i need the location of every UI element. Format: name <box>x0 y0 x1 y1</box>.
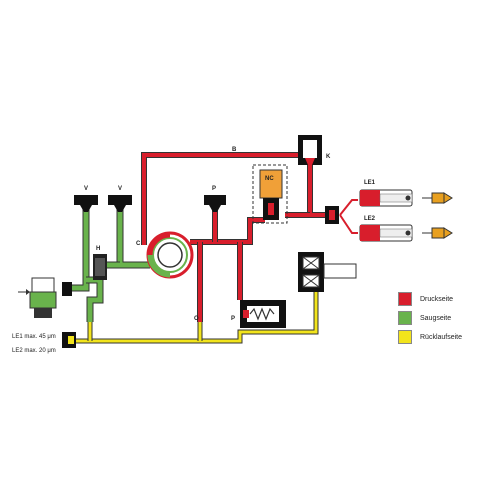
nc-valve <box>252 164 288 224</box>
port-left-lower <box>62 332 76 348</box>
legend-swatch-pressure <box>398 292 412 306</box>
label-le1: LE1 <box>364 180 376 186</box>
nozzle-le1 <box>359 189 453 207</box>
label-v1: V <box>84 186 88 192</box>
legend-item-return: Rücklaufseite <box>398 330 462 344</box>
filter-h <box>93 254 107 280</box>
label-k: K <box>326 154 331 160</box>
label-nc: NC <box>265 176 274 182</box>
solenoid-valve <box>18 277 57 318</box>
port-v2 <box>108 195 132 212</box>
legend-swatch-suction <box>398 311 412 325</box>
motor-coupling <box>298 252 357 292</box>
port-v1 <box>74 195 98 212</box>
label-o: O <box>194 316 199 322</box>
port-p <box>204 195 226 212</box>
label-h: H <box>96 246 100 252</box>
label-le2-max: LE2 max. 20 μm <box>12 348 56 354</box>
legend-label-return: Rücklaufseite <box>420 333 463 341</box>
gear-pump <box>146 231 194 279</box>
label-p: P <box>212 186 216 192</box>
port-k <box>298 135 322 165</box>
legend-item-pressure: Druckseite <box>398 292 453 306</box>
label-le1-max: LE1 max. 45 μm <box>12 334 56 340</box>
return-line <box>69 284 319 344</box>
port-nozzle-block <box>325 206 339 224</box>
legend-item-suction: Saugseite <box>398 311 451 325</box>
legend-label-suction: Saugseite <box>420 314 452 322</box>
label-p2: P <box>231 316 235 322</box>
label-v2: V <box>118 186 122 192</box>
label-c: C <box>136 241 141 247</box>
nozzle-le2 <box>359 224 453 242</box>
port-left-upper <box>62 282 72 296</box>
legend-label-pressure: Druckseite <box>420 295 454 303</box>
suction-lines <box>70 205 150 322</box>
label-le2: LE2 <box>364 216 376 222</box>
pressure-lines <box>141 150 358 322</box>
pressure-regulator <box>240 300 286 328</box>
label-b: B <box>232 147 237 153</box>
legend-swatch-return <box>398 330 412 344</box>
